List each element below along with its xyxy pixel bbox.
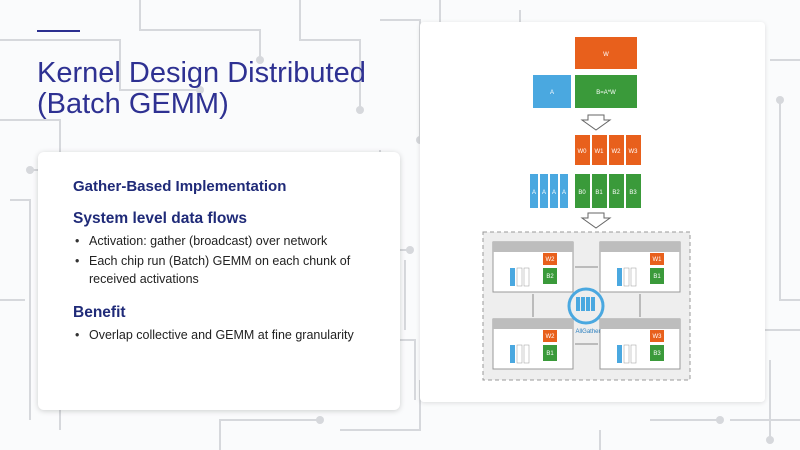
node-a-chunk bbox=[510, 268, 515, 286]
node-a-chunk bbox=[510, 345, 515, 363]
allgather-ring bbox=[567, 287, 605, 325]
chip-node: W2 B1 bbox=[492, 318, 574, 370]
title-accent-rule bbox=[37, 30, 80, 32]
node-header bbox=[600, 242, 680, 252]
hub-chunk bbox=[576, 297, 580, 311]
bullet-item: Activation: gather (broadcast) over netw… bbox=[73, 232, 388, 250]
title-line-2: (Batch GEMM) bbox=[37, 88, 229, 120]
title-line-1: Kernel Design Distributed bbox=[37, 57, 366, 89]
node-a-slot bbox=[623, 267, 630, 287]
node-a-slot bbox=[523, 344, 530, 364]
b-chunk bbox=[609, 174, 624, 208]
node-w-chunk bbox=[543, 330, 557, 342]
w-chunk-label: W2 bbox=[612, 149, 622, 155]
a-chunk-label: A bbox=[542, 190, 546, 196]
node-a-chunk bbox=[617, 268, 622, 286]
a-chunk-label: A bbox=[552, 190, 556, 196]
node-a-slot bbox=[630, 344, 637, 364]
node-b-label: B2 bbox=[546, 274, 554, 280]
w-chunk bbox=[575, 135, 590, 165]
node-b-label: B1 bbox=[653, 274, 661, 280]
node-b-chunk bbox=[650, 268, 664, 284]
b-chunk bbox=[592, 174, 607, 208]
a-label: A bbox=[550, 90, 554, 96]
w-chunk bbox=[626, 135, 641, 165]
chip-node: W3 B3 bbox=[599, 318, 681, 370]
node-a-chunk bbox=[617, 345, 622, 363]
heading-benefit: Benefit bbox=[73, 304, 126, 321]
b-chunk-label: B2 bbox=[612, 190, 620, 196]
b-chunk bbox=[575, 174, 590, 208]
w-chunk-label: W0 bbox=[578, 149, 588, 155]
a-chunk-label: A bbox=[562, 190, 566, 196]
chip-node: W1 B1 bbox=[599, 241, 681, 293]
node-w-label: W1 bbox=[653, 257, 663, 263]
content-panel: Gather-Based Implementation System level… bbox=[38, 152, 400, 410]
hub-chunk bbox=[586, 297, 590, 311]
a-chunk-label: A bbox=[532, 190, 536, 196]
b-chunks: B0 B1 B2 B3 bbox=[575, 174, 641, 208]
hub-chunk bbox=[581, 297, 585, 311]
bullet-item: Overlap collective and GEMM at fine gran… bbox=[73, 326, 388, 344]
allgather-hub: AllGather bbox=[567, 287, 605, 335]
hub-chunk bbox=[591, 297, 595, 311]
a-block bbox=[533, 75, 571, 108]
heading-system-flows: System level data flows bbox=[73, 210, 248, 227]
node-b-label: B3 bbox=[653, 351, 661, 357]
w-label: W bbox=[603, 52, 609, 58]
a-chunk bbox=[560, 174, 568, 208]
bullet-item: Each chip run (Batch) GEMM on each chunk… bbox=[73, 252, 388, 288]
w-chunks: W0 W1 W2 W3 bbox=[575, 135, 641, 165]
gemm-diagram: W A B=A*W W0 W1 W2 W3 bbox=[420, 22, 765, 402]
node-header bbox=[493, 319, 573, 329]
heading-implementation: Gather-Based Implementation bbox=[73, 178, 287, 195]
a-chunk bbox=[550, 174, 558, 208]
node-a-slot bbox=[516, 344, 523, 364]
w-block bbox=[575, 37, 637, 69]
w-chunk bbox=[592, 135, 607, 165]
w-chunk bbox=[609, 135, 624, 165]
chip-node: W2 B2 bbox=[492, 241, 574, 293]
node-a-slot bbox=[623, 344, 630, 364]
node-a-slot bbox=[516, 267, 523, 287]
b-block bbox=[575, 75, 637, 108]
a-chunk bbox=[540, 174, 548, 208]
w-chunk-label: W1 bbox=[595, 149, 605, 155]
a-chunks: A A A A bbox=[530, 174, 568, 208]
node-header bbox=[600, 319, 680, 329]
node-w-chunk bbox=[543, 253, 557, 265]
network-links bbox=[532, 266, 641, 345]
a-chunk bbox=[530, 174, 538, 208]
node-w-chunk bbox=[650, 330, 664, 342]
diagram-svg: W A B=A*W W0 W1 W2 W3 bbox=[482, 37, 691, 381]
node-a-slot bbox=[630, 267, 637, 287]
b-chunk-label: B0 bbox=[578, 190, 586, 196]
b-label: B=A*W bbox=[596, 90, 616, 96]
node-header bbox=[493, 242, 573, 252]
w-chunk-label: W3 bbox=[629, 149, 639, 155]
benefit-bullets: Overlap collective and GEMM at fine gran… bbox=[73, 326, 388, 346]
allgather-label: AllGather bbox=[575, 329, 600, 335]
node-b-chunk bbox=[543, 268, 557, 284]
system-bullets: Activation: gather (broadcast) over netw… bbox=[73, 232, 388, 290]
down-arrow-icon bbox=[580, 114, 612, 131]
node-b-label: B1 bbox=[546, 351, 554, 357]
b-chunk-label: B3 bbox=[629, 190, 637, 196]
b-chunk-label: B1 bbox=[595, 190, 603, 196]
down-arrow-icon bbox=[580, 212, 612, 229]
page-title: Kernel Design Distributed (Batch GEMM) bbox=[37, 58, 417, 120]
b-chunk bbox=[626, 174, 641, 208]
node-w-label: W2 bbox=[546, 257, 556, 263]
node-a-slot bbox=[523, 267, 530, 287]
node-b-chunk bbox=[543, 345, 557, 361]
node-w-label: W3 bbox=[653, 334, 663, 340]
node-w-label: W2 bbox=[546, 334, 556, 340]
node-b-chunk bbox=[650, 345, 664, 361]
node-w-chunk bbox=[650, 253, 664, 265]
